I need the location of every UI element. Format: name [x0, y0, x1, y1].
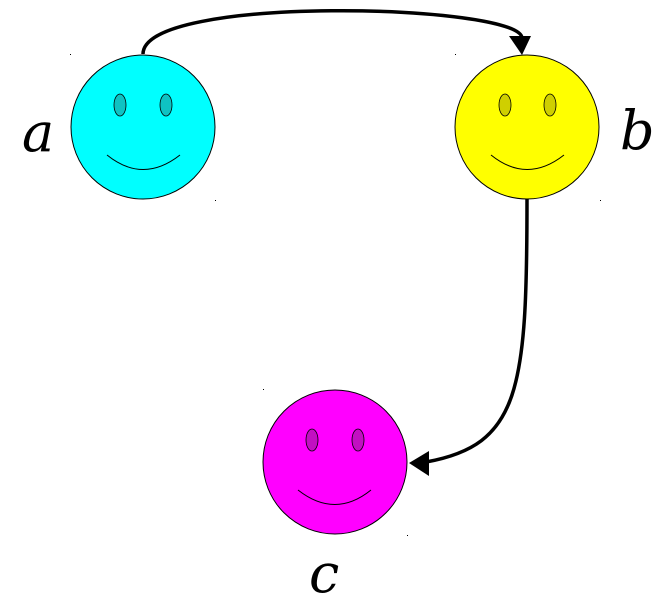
node-c: c [262, 389, 408, 598]
edge-b-to-c-arrowhead [409, 451, 429, 476]
node-a-corner-marker-top [70, 54, 71, 55]
node-c-right-eye [351, 428, 365, 452]
node-b-corner-marker-bottom [600, 200, 601, 201]
node-a: a [22, 54, 216, 201]
node-c-corner-marker-bottom [407, 535, 408, 536]
node-c-label: c [309, 542, 339, 598]
node-a-mouth [106, 154, 181, 170]
node-a-corner-marker-bottom [215, 200, 216, 201]
edge-b-to-c-line [425, 198, 529, 464]
node-a-left-eye [113, 93, 127, 117]
edge-a-to-b-line [141, 9, 524, 55]
node-c-corner-marker-top [263, 389, 264, 390]
node-c-face [262, 389, 408, 535]
edge-b-to-c [409, 198, 529, 476]
node-a-right-eye [159, 93, 173, 117]
node-b-label: b [620, 99, 655, 162]
node-b-face [454, 54, 600, 200]
node-c-left-eye [305, 428, 319, 452]
node-b: b [454, 54, 655, 201]
edge-a-to-b [141, 9, 531, 55]
node-a-face [70, 54, 216, 200]
node-b-corner-marker-top [455, 54, 456, 55]
node-b-mouth [490, 154, 565, 170]
node-c-mouth [297, 489, 372, 505]
node-a-label: a [22, 101, 54, 164]
edge-a-to-b-arrowhead [509, 36, 531, 55]
node-b-right-eye [543, 93, 557, 117]
node-b-left-eye [498, 93, 512, 117]
